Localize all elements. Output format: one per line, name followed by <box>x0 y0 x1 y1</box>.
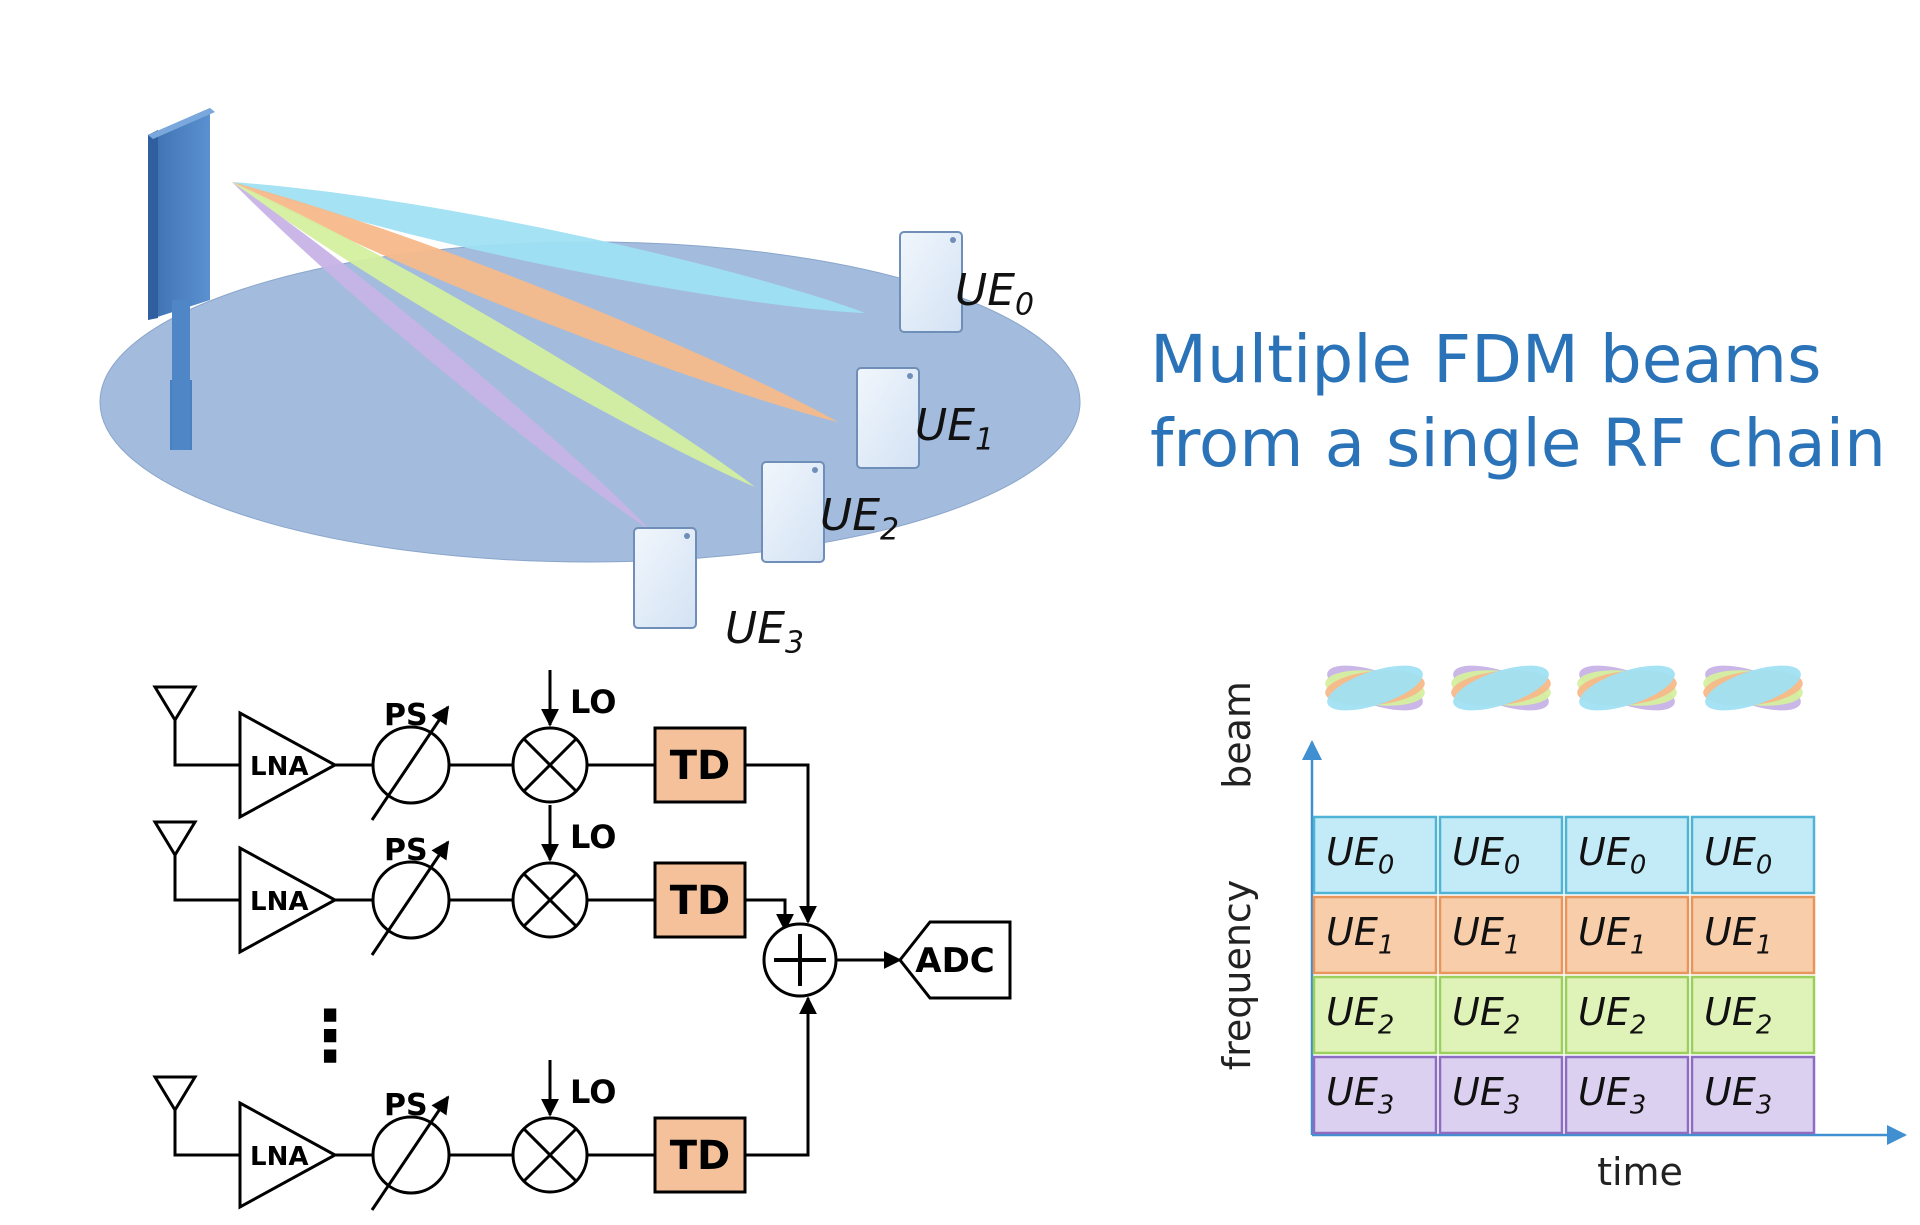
lo-label: LO <box>570 1073 616 1111</box>
grid-cell-label: UE0 <box>1578 830 1646 880</box>
grid-cell: UE0 <box>1690 815 1816 895</box>
headline-line-1: Multiple FDM beams <box>1150 321 1822 398</box>
receiver-block-diagram: LNA PS LO TD LNA PS LO TD LNA PS LO TD ADC ⋮ <box>152 670 1012 1211</box>
phase-shifter: PS <box>370 833 451 956</box>
grid-cell-label: UE0 <box>1452 830 1520 880</box>
ue-label-3: UE3 <box>725 603 804 661</box>
grid-cell-label: UE3 <box>1326 1070 1394 1120</box>
antenna-icon <box>152 685 198 723</box>
lna-label: LNA <box>250 752 308 782</box>
td-label: TD <box>670 743 731 789</box>
lo-label: LO <box>570 683 616 721</box>
lna-label: LNA <box>250 887 308 917</box>
phone-ue1-icon <box>856 367 920 469</box>
branch-ellipsis: ⋮ <box>295 995 365 1077</box>
grid-cell: UE3 <box>1564 1055 1690 1135</box>
beam-fan-icon <box>1325 665 1425 711</box>
lna-amplifier: LNA <box>238 845 339 955</box>
grid-cell-label: UE0 <box>1704 830 1772 880</box>
receiver-branch-2: LNA PS LO TD <box>152 805 747 956</box>
beam-fan-icon <box>1703 665 1803 711</box>
grid-cell-label: UE1 <box>1578 910 1646 960</box>
grid-cell-label: UE2 <box>1326 990 1394 1040</box>
time-delay-block: TD <box>653 861 747 939</box>
grid-cell-label: UE2 <box>1452 990 1520 1040</box>
grid-cell: UE2 <box>1438 975 1564 1055</box>
grid-cell-label: UE3 <box>1452 1070 1520 1120</box>
grid-cell: UE3 <box>1438 1055 1564 1135</box>
beam-fan-icon <box>1577 665 1677 711</box>
grid-cell: UE3 <box>1312 1055 1438 1135</box>
headline: Multiple FDM beams from a single RF chai… <box>1150 318 1910 486</box>
grid-cell: UE2 <box>1690 975 1816 1055</box>
time-delay-block: TD <box>653 726 747 804</box>
grid-cell: UE0 <box>1312 815 1438 895</box>
lo-label: LO <box>570 818 616 856</box>
grid-cell: UE1 <box>1312 895 1438 975</box>
beam-ue0 <box>232 182 865 313</box>
time-axis-label: time <box>1597 1150 1683 1194</box>
beam-ue2 <box>232 182 755 487</box>
grid-cell: UE2 <box>1312 975 1438 1055</box>
beam-ue1 <box>232 182 838 422</box>
time-delay-block: TD <box>653 1116 747 1194</box>
lna-label: LNA <box>250 1142 308 1172</box>
receiver-branch-3: LNA PS LO TD <box>152 1060 747 1211</box>
grid-cell-label: UE1 <box>1326 910 1394 960</box>
grid-cell: UE0 <box>1564 815 1690 895</box>
ue-label-2: UE2 <box>820 490 899 548</box>
grid-cell: UE1 <box>1690 895 1816 975</box>
mixer: LO <box>511 805 616 939</box>
beam-axis-label: beam <box>1215 681 1259 789</box>
phase-shifter: PS <box>370 698 451 821</box>
grid-cell: UE1 <box>1564 895 1690 975</box>
beam-fan-icon <box>1451 665 1551 711</box>
ue-label-0: UE0 <box>955 265 1034 323</box>
lna-amplifier: LNA <box>238 710 339 820</box>
beam-ue3 <box>232 182 651 531</box>
grid-cell: UE2 <box>1564 975 1690 1055</box>
adc-block: ADC <box>898 920 1012 1000</box>
phone-ue2-icon <box>761 461 825 563</box>
ps-label: PS <box>384 698 428 733</box>
base-station-antenna-icon <box>148 108 215 450</box>
grid-cell: UE0 <box>1438 815 1564 895</box>
ps-label: PS <box>384 1088 428 1123</box>
ps-label: PS <box>384 833 428 868</box>
grid-cell-label: UE0 <box>1326 830 1394 880</box>
grid-cell: UE3 <box>1690 1055 1816 1135</box>
phone-ue3-icon <box>633 527 697 629</box>
antenna-icon <box>152 820 198 858</box>
headline-line-2: from a single RF chain <box>1150 405 1886 482</box>
grid-cell-label: UE1 <box>1452 910 1520 960</box>
grid-cell: UE1 <box>1438 895 1564 975</box>
td-label: TD <box>670 1133 731 1179</box>
mixer: LO <box>511 1060 616 1194</box>
receiver-branch-1: LNA PS LO TD <box>152 670 747 821</box>
frequency-axis-label: frequency <box>1215 880 1259 1071</box>
phone-ue0-icon <box>899 231 963 333</box>
ue-label-1: UE1 <box>915 400 994 458</box>
summer-node <box>762 922 838 998</box>
adc-label: ADC <box>915 941 995 981</box>
grid-cell-label: UE2 <box>1578 990 1646 1040</box>
beam-group <box>232 182 865 531</box>
mixer: LO <box>511 670 616 804</box>
phase-shifter: PS <box>370 1088 451 1211</box>
antenna-icon <box>152 1075 198 1113</box>
td-label: TD <box>670 878 731 924</box>
grid-cell-label: UE3 <box>1578 1070 1646 1120</box>
grid-cell-label: UE1 <box>1704 910 1772 960</box>
grid-cell-label: UE2 <box>1704 990 1772 1040</box>
lna-amplifier: LNA <box>238 1100 339 1210</box>
grid-cell-label: UE3 <box>1704 1070 1772 1120</box>
